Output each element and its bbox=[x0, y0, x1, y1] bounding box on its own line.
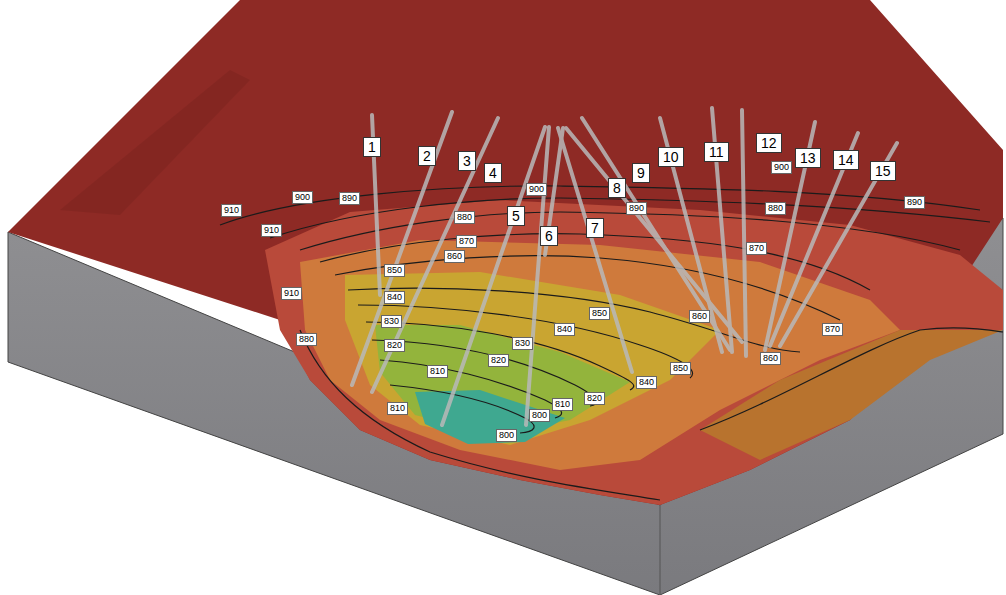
elevation-label: 840 bbox=[384, 291, 405, 304]
elevation-label: 890 bbox=[626, 202, 647, 215]
elevation-label: 850 bbox=[384, 264, 405, 277]
elevation-label: 810 bbox=[387, 402, 408, 415]
callout-number: 5 bbox=[507, 206, 525, 226]
elevation-label: 890 bbox=[339, 192, 360, 205]
section-lines bbox=[352, 108, 897, 425]
pit-floor bbox=[415, 390, 565, 444]
elevation-label: 810 bbox=[552, 398, 573, 411]
elevation-label: 910 bbox=[261, 224, 282, 237]
elevation-label: 870 bbox=[822, 323, 843, 336]
elevation-label: 800 bbox=[496, 429, 517, 442]
ground-surface bbox=[8, 0, 1003, 505]
callout-number: 15 bbox=[870, 161, 896, 181]
elevation-label: 880 bbox=[765, 202, 786, 215]
callout-number: 12 bbox=[756, 133, 782, 153]
elevation-label: 910 bbox=[281, 287, 302, 300]
elevation-label: 900 bbox=[526, 183, 547, 196]
callout-number: 6 bbox=[540, 226, 558, 246]
elevation-label: 900 bbox=[771, 161, 792, 174]
callout-number: 14 bbox=[833, 150, 859, 170]
callout-number: 1 bbox=[363, 137, 381, 157]
elevation-label: 830 bbox=[381, 315, 402, 328]
elevation-label: 880 bbox=[454, 211, 475, 224]
elevation-label: 820 bbox=[584, 392, 605, 405]
pit-upper-bench bbox=[265, 200, 1003, 505]
elevation-label: 860 bbox=[689, 310, 710, 323]
elevation-label: 850 bbox=[670, 362, 691, 375]
elevation-label: 870 bbox=[746, 242, 767, 255]
callout-number: 11 bbox=[704, 142, 729, 162]
callout-number: 4 bbox=[484, 163, 502, 183]
elevation-label: 810 bbox=[427, 365, 448, 378]
elevation-label: 840 bbox=[636, 376, 657, 389]
elevation-label: 840 bbox=[554, 323, 575, 336]
contour-lines bbox=[220, 186, 1003, 500]
elevation-label: 800 bbox=[529, 409, 550, 422]
elevation-label: 850 bbox=[589, 307, 610, 320]
elevation-label: 900 bbox=[292, 191, 313, 204]
callout-number: 10 bbox=[658, 147, 684, 167]
callout-number: 7 bbox=[586, 218, 604, 238]
elevation-label: 820 bbox=[488, 354, 509, 367]
elevation-label: 860 bbox=[760, 352, 781, 365]
elevation-label: 830 bbox=[512, 337, 533, 350]
callout-number: 8 bbox=[608, 178, 626, 198]
elevation-label: 910 bbox=[221, 204, 242, 217]
elevation-label: 890 bbox=[904, 196, 925, 209]
callout-number: 3 bbox=[458, 151, 476, 171]
elevation-label: 820 bbox=[384, 339, 405, 352]
callout-number: 9 bbox=[632, 163, 650, 183]
callout-number: 2 bbox=[418, 146, 436, 166]
callout-number: 13 bbox=[795, 148, 821, 168]
elevation-label: 880 bbox=[296, 333, 317, 346]
elevation-label: 860 bbox=[444, 250, 465, 263]
elevation-label: 870 bbox=[456, 235, 477, 248]
